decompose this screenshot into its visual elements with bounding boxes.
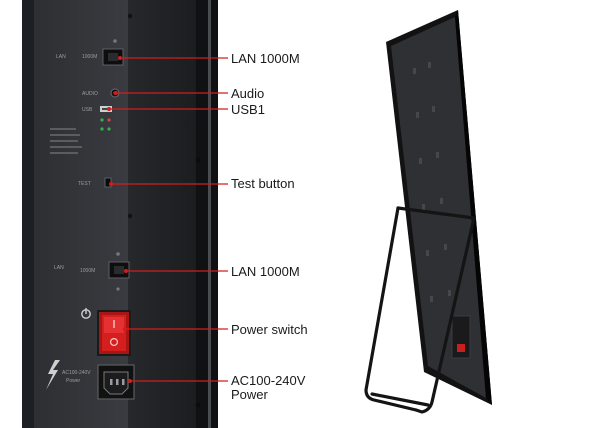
control-box bbox=[451, 315, 471, 359]
callout-lan-top: LAN 1000M bbox=[231, 51, 300, 66]
callout-usb: USB1 bbox=[231, 102, 265, 117]
status-led bbox=[107, 127, 111, 131]
panel-label-ac: AC100-240V bbox=[62, 370, 91, 376]
stand-leg bbox=[414, 216, 476, 414]
panel-label-power: Power bbox=[66, 378, 81, 384]
rear-panel-closeup bbox=[22, 0, 218, 428]
callout-ac-voltage: AC100-240V bbox=[231, 373, 306, 388]
callout-audio: Audio bbox=[231, 86, 265, 101]
status-led bbox=[100, 127, 104, 131]
standing-display bbox=[364, 10, 492, 414]
callout-test-button: Test button bbox=[231, 176, 295, 191]
callout-power-switch: Power switch bbox=[231, 322, 308, 337]
callout-lines bbox=[109, 57, 228, 382]
display-back bbox=[391, 17, 486, 398]
panel-right-face bbox=[128, 0, 208, 428]
callout-ac-power: Power bbox=[231, 387, 268, 402]
stand-leg bbox=[364, 206, 418, 412]
panel-bevel-left bbox=[22, 0, 34, 428]
panel-label-test: TEST bbox=[78, 181, 91, 187]
screw bbox=[195, 402, 201, 408]
lightning-icon bbox=[46, 360, 60, 390]
panel-highlight bbox=[208, 0, 211, 428]
callout-dots bbox=[107, 56, 132, 383]
screw bbox=[127, 213, 133, 219]
lan-status-led bbox=[113, 39, 117, 43]
panel-label-usb: USB bbox=[82, 107, 93, 113]
callout-lan-bottom: LAN 1000M bbox=[231, 264, 300, 279]
panel-label-lan2: LAN bbox=[54, 265, 64, 271]
status-led bbox=[107, 118, 111, 122]
panel-label-lan1: LAN bbox=[56, 54, 66, 60]
status-led bbox=[100, 118, 104, 122]
screw bbox=[195, 157, 201, 163]
panel-edge-strip bbox=[196, 0, 218, 428]
panel-label-lan1-speed: 1000M bbox=[82, 54, 98, 60]
lan-status-led bbox=[116, 252, 120, 256]
panel-label-audio: AUDIO bbox=[82, 91, 98, 97]
panel-label-lan2-speed: 1000M bbox=[80, 268, 96, 274]
screw bbox=[127, 13, 133, 19]
